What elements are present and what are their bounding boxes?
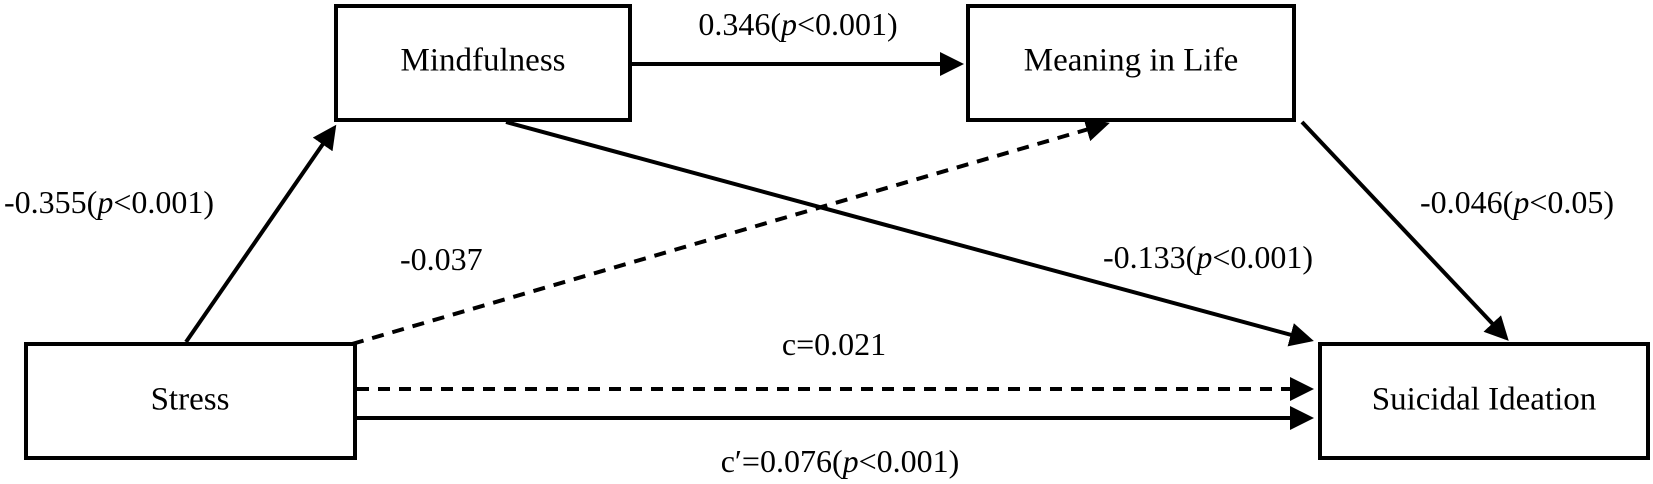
edge-stress-to-mindfulness	[184, 124, 337, 344]
node-stress: Stress	[24, 342, 357, 460]
node-meaning-in-life: Meaning in Life	[966, 4, 1296, 122]
label-mindfulness-to-suicidal: -0.133(p<0.001)	[1103, 239, 1313, 275]
node-mindfulness: Mindfulness	[334, 4, 632, 122]
node-meaning-in-life-label: Meaning in Life	[1024, 43, 1238, 79]
edge-stress-to-meaning	[351, 118, 1110, 346]
edge-meaning-to-suicidal	[1300, 120, 1509, 341]
label-stress-to-mindfulness: -0.355(p<0.001)	[4, 184, 214, 220]
edge-mindfulness-to-suicidal	[505, 120, 1314, 347]
node-suicidal-ideation-label: Suicidal Ideation	[1372, 382, 1597, 418]
label-mindfulness-to-meaning: 0.346(p<0.001)	[698, 6, 897, 42]
label-meaning-to-suicidal: -0.046(p<0.05)	[1420, 184, 1614, 220]
label-total-effect: c=0.021	[782, 326, 886, 362]
label-direct-effect: c′=0.076(p<0.001)	[721, 443, 960, 479]
node-mindfulness-label: Mindfulness	[401, 43, 566, 79]
label-stress-to-meaning: -0.037	[400, 241, 483, 277]
node-stress-label: Stress	[151, 382, 230, 418]
node-suicidal-ideation: Suicidal Ideation	[1318, 342, 1650, 460]
